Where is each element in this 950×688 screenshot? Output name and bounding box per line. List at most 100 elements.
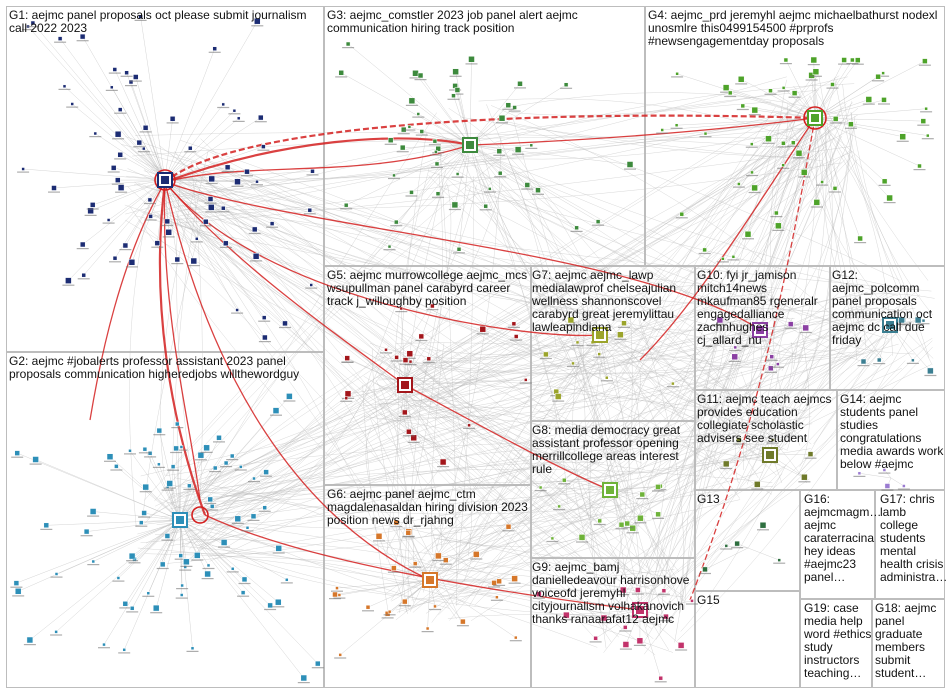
hub-node-avatar bbox=[596, 331, 604, 339]
node-g2 bbox=[175, 421, 180, 427]
node-g10 bbox=[733, 345, 738, 350]
node-g2 bbox=[141, 510, 147, 516]
edge bbox=[166, 432, 746, 564]
edge bbox=[567, 77, 813, 330]
node-label bbox=[402, 435, 415, 437]
edge bbox=[437, 144, 471, 194]
node-g1 bbox=[254, 17, 261, 25]
edge bbox=[401, 308, 406, 386]
node-label bbox=[634, 522, 647, 524]
edge bbox=[814, 117, 836, 189]
node-label bbox=[303, 213, 316, 215]
edge bbox=[469, 144, 631, 165]
node-g7 bbox=[554, 393, 562, 400]
node-label bbox=[398, 415, 411, 418]
edge bbox=[478, 137, 621, 622]
edge bbox=[174, 151, 384, 425]
node-g6 bbox=[460, 618, 466, 625]
edge bbox=[559, 489, 611, 507]
node-label bbox=[395, 311, 408, 313]
node-g1 bbox=[307, 207, 313, 213]
node-label bbox=[422, 361, 435, 363]
node-g3 bbox=[399, 144, 406, 151]
edge bbox=[114, 69, 166, 181]
node-label bbox=[26, 26, 39, 28]
edge bbox=[459, 177, 729, 494]
node-label bbox=[805, 79, 818, 81]
node-label bbox=[494, 176, 507, 178]
node-label bbox=[615, 528, 628, 530]
edge bbox=[222, 101, 844, 531]
edge bbox=[552, 489, 611, 539]
node-g2 bbox=[26, 636, 34, 644]
node-g2 bbox=[230, 567, 235, 571]
edge bbox=[729, 106, 843, 300]
edge bbox=[375, 365, 596, 567]
edge bbox=[469, 144, 486, 207]
node-g3 bbox=[488, 187, 492, 191]
node-g1 bbox=[117, 152, 123, 158]
node-g3 bbox=[434, 150, 438, 154]
node-label bbox=[251, 25, 264, 27]
node-g11 bbox=[801, 473, 808, 481]
node-g2 bbox=[128, 552, 136, 560]
edge bbox=[469, 144, 528, 186]
node-label bbox=[126, 560, 139, 562]
edge bbox=[377, 377, 755, 415]
node-label bbox=[124, 453, 136, 455]
node-g1 bbox=[174, 256, 181, 263]
node-g2 bbox=[267, 602, 273, 609]
edge bbox=[129, 206, 435, 556]
node-label bbox=[414, 79, 427, 81]
node-g3 bbox=[517, 81, 523, 87]
node-g3 bbox=[435, 145, 441, 152]
node-label bbox=[390, 526, 403, 528]
node-label bbox=[150, 612, 163, 614]
edge bbox=[179, 507, 265, 521]
edge bbox=[125, 179, 166, 246]
node-g3 bbox=[574, 225, 579, 231]
node-g2 bbox=[263, 469, 269, 475]
group-box-g13 bbox=[695, 490, 800, 591]
node-label bbox=[270, 414, 282, 416]
node-g7 bbox=[605, 375, 609, 380]
node-g1 bbox=[207, 196, 214, 202]
node-g9 bbox=[636, 637, 644, 645]
node-label bbox=[161, 224, 174, 227]
node-label bbox=[128, 562, 141, 564]
node-g6 bbox=[433, 604, 437, 609]
edge bbox=[162, 212, 611, 494]
node-g1 bbox=[251, 226, 258, 233]
edge-strong bbox=[164, 144, 471, 183]
node-label bbox=[77, 278, 90, 280]
edge bbox=[427, 579, 431, 629]
edge bbox=[56, 519, 181, 575]
edge bbox=[620, 409, 781, 577]
node-label bbox=[633, 644, 646, 646]
edge-strong bbox=[469, 117, 816, 146]
node-g1 bbox=[57, 36, 63, 41]
node-g1 bbox=[79, 241, 86, 248]
node-label bbox=[17, 171, 30, 173]
edge bbox=[411, 144, 471, 193]
edge bbox=[504, 122, 900, 281]
edge bbox=[82, 179, 166, 245]
node-g5 bbox=[513, 334, 519, 339]
edge bbox=[635, 106, 776, 372]
node-g9 bbox=[563, 611, 570, 619]
node-label bbox=[208, 51, 221, 53]
edge bbox=[468, 102, 853, 607]
edge bbox=[210, 155, 814, 485]
node-label bbox=[509, 640, 522, 642]
group-label-g3: G3: aejmc_comstler 2023 job panel alert … bbox=[327, 8, 578, 35]
node-g4 bbox=[721, 257, 725, 261]
edge bbox=[404, 305, 433, 386]
edge bbox=[93, 511, 181, 521]
edge bbox=[659, 346, 745, 633]
node-label bbox=[114, 158, 127, 160]
node-label bbox=[777, 90, 790, 92]
node-label bbox=[670, 127, 683, 129]
edge bbox=[29, 519, 181, 641]
node-g1 bbox=[128, 259, 136, 266]
edge bbox=[129, 207, 150, 527]
